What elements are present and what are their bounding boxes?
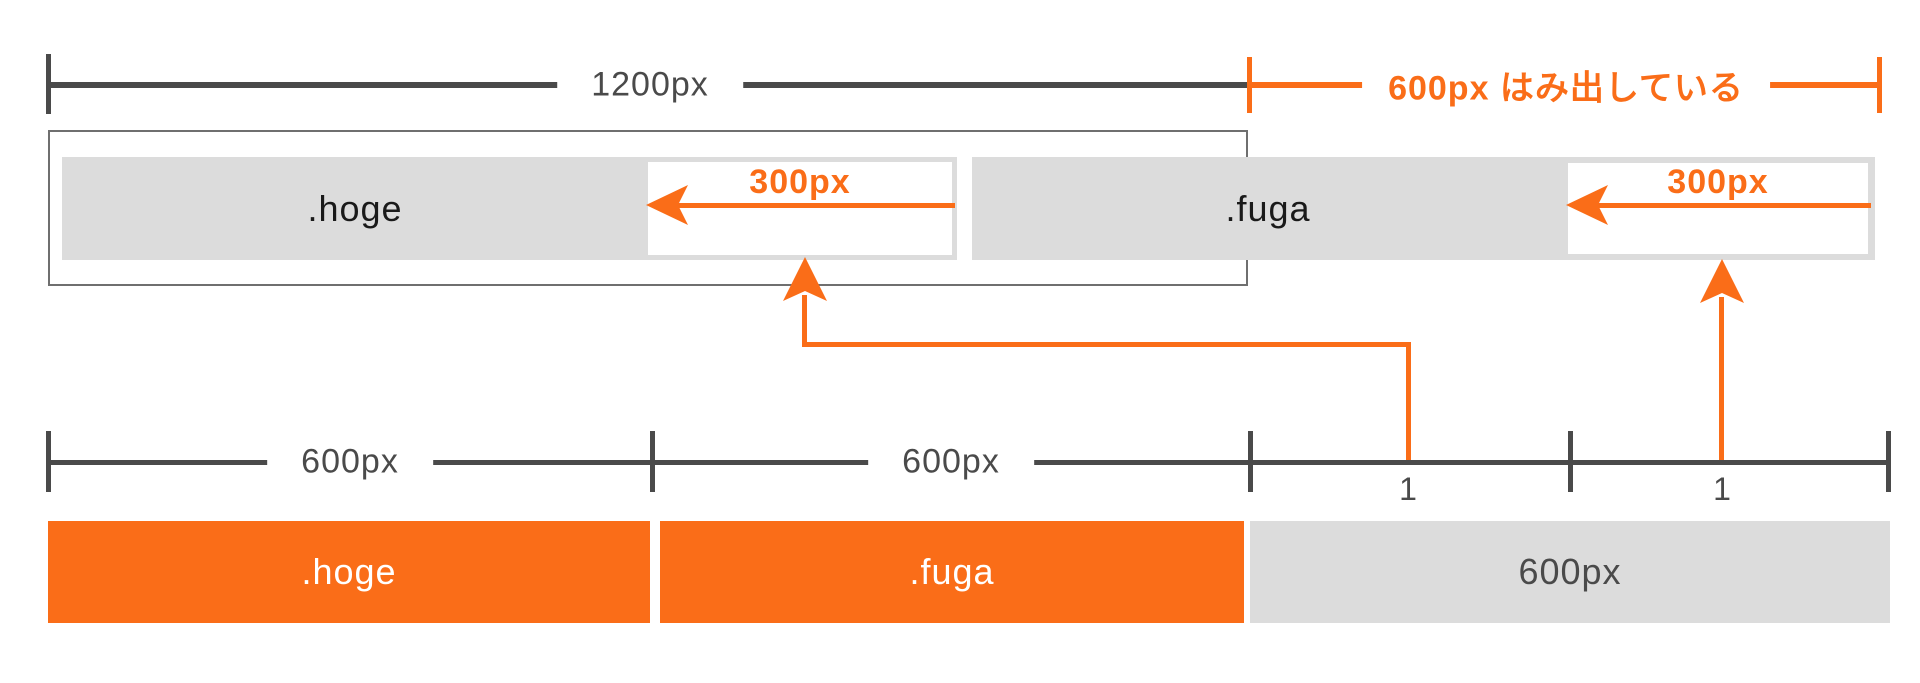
bottom-tick-5 [1886,431,1891,492]
up-arrow-icon [1700,259,1744,303]
bottom-tick-1 [46,431,51,492]
bottom-tick-2 [650,431,655,492]
up-arrow-icon [783,257,827,301]
fuga-label-top: .fuga [1225,187,1311,229]
overflow-label: 600px はみ出している [1362,60,1770,110]
left-arrow-shaft [1598,203,1871,208]
hoge-label-top: .hoge [307,187,403,229]
left-arrow-icon [1566,185,1608,225]
fr1-label: 1 [1399,471,1417,507]
segment1-width-label: 600px [267,442,433,482]
total-width-label: 1200px [557,65,743,105]
connector-vertical-upper [802,295,807,345]
fuga-300px-box: 300px [1566,163,1871,254]
connector-vertical-lower [1406,342,1411,463]
hoge-bar-bottom: .hoge [48,521,650,623]
connector-vertical [1719,297,1724,463]
top-ruler-right-tick [1877,57,1882,113]
bottom-tick-4 [1568,431,1573,492]
hoge-bar-top: .hoge 300px [62,157,957,260]
fr2-label: 1 [1713,471,1731,507]
top-ruler-mid-tick [1247,57,1252,113]
hoge-300px-box: 300px [646,162,955,255]
remainder-bar-bottom: 600px [1250,521,1890,623]
left-arrow-icon [646,185,688,225]
hoge-300px-label: 300px [749,163,851,201]
fuga-bar-bottom: .fuga [660,521,1244,623]
connector-horizontal [802,342,1411,347]
left-arrow-shaft [678,203,955,208]
fuga-300px-label: 300px [1667,163,1769,201]
fuga-bar-top: .fuga 300px [972,157,1875,260]
segment2-width-label: 600px [868,442,1034,482]
bottom-tick-3 [1248,431,1253,492]
